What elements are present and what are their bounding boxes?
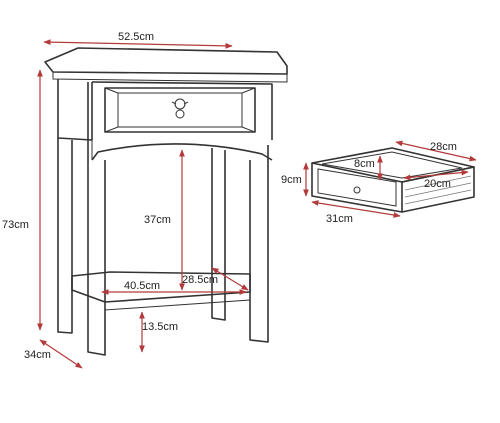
label-shelf-clearance: 37cm [144, 214, 171, 226]
front-left-leg [87, 82, 106, 356]
table-dimension-lines [37, 39, 249, 369]
top-width-line [43, 39, 233, 49]
table-apron [57, 79, 93, 141]
console-table-drawing [44, 47, 288, 356]
label-drawer-height: 9cm [281, 174, 302, 186]
drawer-dimension-lines [303, 140, 477, 218]
label-drawer-width: 31cm [326, 213, 353, 225]
label-shelf-width: 40.5cm [124, 280, 160, 292]
drawer-front [104, 87, 256, 133]
drawer-handle-icon [171, 98, 189, 119]
apron-curve [91, 143, 273, 161]
drawer-inner-depth-line [403, 169, 469, 181]
back-left-leg [57, 138, 73, 334]
label-shelf-depth: 28.5cm [182, 274, 218, 286]
label-drawer-inner-height: 8cm [354, 158, 375, 170]
label-drawer-depth: 28cm [430, 141, 457, 153]
back-right-leg [211, 148, 226, 321]
table-top [44, 47, 288, 75]
label-shelf-height: 13.5cm [142, 321, 178, 333]
shelf-depth-line [211, 267, 249, 291]
label-depth: 34cm [24, 349, 51, 361]
label-height: 73cm [2, 219, 29, 231]
bottom-shelf [71, 271, 251, 303]
drawer-depth-line [395, 140, 477, 162]
depth-line [39, 339, 83, 369]
drawer-knob-icon [353, 186, 361, 194]
label-top-width: 52.5cm [118, 31, 154, 43]
drawer-width-line [311, 200, 401, 218]
front-right-leg [249, 145, 269, 343]
label-drawer-inner-depth: 20cm [424, 178, 451, 190]
